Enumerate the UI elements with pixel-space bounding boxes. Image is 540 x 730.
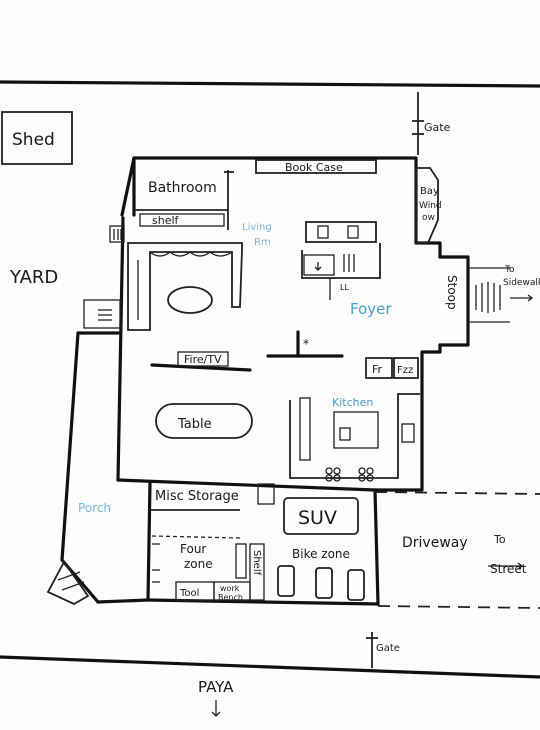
- suv: [283, 497, 359, 535]
- tool-label: Tool: [179, 588, 199, 599]
- bay-window: Bay Wind ow: [415, 167, 442, 244]
- svg-text:ow: ow: [422, 213, 435, 223]
- book-case: [255, 159, 377, 174]
- driveway-top: [374, 491, 540, 495]
- coffee-table: [167, 286, 213, 314]
- foyer-bench: [305, 221, 377, 243]
- four-zone-label-1: Four: [180, 542, 206, 556]
- dining-table-label: Table: [177, 417, 212, 432]
- svg-text:To: To: [504, 265, 515, 275]
- to-street-label-2: Street: [490, 562, 527, 576]
- freezer-label: Fzz: [397, 365, 413, 376]
- shed-label: Shed: [12, 130, 55, 150]
- svg-text:Gate: Gate: [376, 643, 400, 654]
- svg-text:Gate: Gate: [424, 121, 451, 134]
- garage-walls: [96, 480, 380, 606]
- garage-stairs: [257, 483, 275, 505]
- misc-storage-label: Misc Storage: [155, 489, 239, 504]
- garage-shelf-label: Shelf: [251, 550, 262, 576]
- shed-box: [1, 111, 73, 165]
- star-marker: *: [303, 337, 309, 351]
- living-rm-label-1: Living: [242, 222, 272, 233]
- bikes: [277, 565, 365, 601]
- stairs-left: [83, 299, 121, 329]
- fire-tv: [177, 351, 229, 367]
- driveway-label: Driveway: [402, 535, 468, 551]
- kitchen-label: Kitchen: [332, 396, 373, 409]
- kitchen: [289, 393, 420, 482]
- paya-arrow: [211, 700, 221, 717]
- four-zone-label-2: zone: [184, 557, 213, 571]
- fire-tv-label: Fire/TV: [184, 353, 222, 366]
- gate-top: Gate: [412, 92, 451, 155]
- work-bench: [213, 581, 251, 601]
- shelf-top: [139, 213, 225, 227]
- freezer: [393, 357, 419, 379]
- to-street-arrow: [488, 562, 524, 570]
- svg-text:Wind: Wind: [419, 201, 442, 211]
- bottom-boundary-line: [0, 655, 540, 679]
- bathroom: Bathroom: [134, 170, 234, 230]
- garage-shelf: [249, 543, 265, 601]
- svg-text:Bathroom: Bathroom: [148, 180, 217, 196]
- fridge: [365, 357, 393, 379]
- garage-hooks: [152, 543, 160, 583]
- gate-bottom: Gate: [366, 632, 400, 668]
- fridge-label: Fr: [372, 363, 383, 376]
- work-bench-label-1: work: [220, 584, 240, 593]
- foyer-label: Foyer: [350, 300, 392, 318]
- svg-text:LL: LL: [340, 283, 349, 292]
- svg-text:Stoop: Stoop: [445, 275, 459, 310]
- couch: [127, 242, 243, 331]
- fire-tv-wall: [150, 363, 252, 372]
- four-zone-shelf: [235, 543, 247, 579]
- shelf-top-label: shelf: [152, 214, 180, 227]
- living-rm-label-2: Rm: [254, 237, 271, 248]
- driveway-bottom: [377, 605, 540, 609]
- porch: [46, 331, 120, 606]
- radiator-left: [109, 225, 125, 243]
- yard-label: YARD: [9, 267, 58, 288]
- foyer-stairs: LL: [301, 243, 381, 300]
- dining-table: [155, 403, 253, 439]
- svg-text:Sidewalk: Sidewalk: [503, 278, 540, 288]
- suv-label: SUV: [298, 507, 337, 529]
- to-street-label-1: To: [493, 533, 506, 546]
- work-bench-label-2: Bench: [218, 593, 243, 602]
- book-case-label: Book Case: [285, 161, 343, 174]
- stoop: Stoop To Sidewalk: [438, 255, 540, 347]
- bike-zone-label: Bike zone: [292, 547, 350, 561]
- svg-text:Bay: Bay: [420, 186, 439, 197]
- top-boundary-line: [0, 80, 540, 88]
- house-walls: [116, 156, 442, 492]
- paya-label: PAYA: [198, 678, 234, 696]
- porch-label: Porch: [78, 501, 111, 515]
